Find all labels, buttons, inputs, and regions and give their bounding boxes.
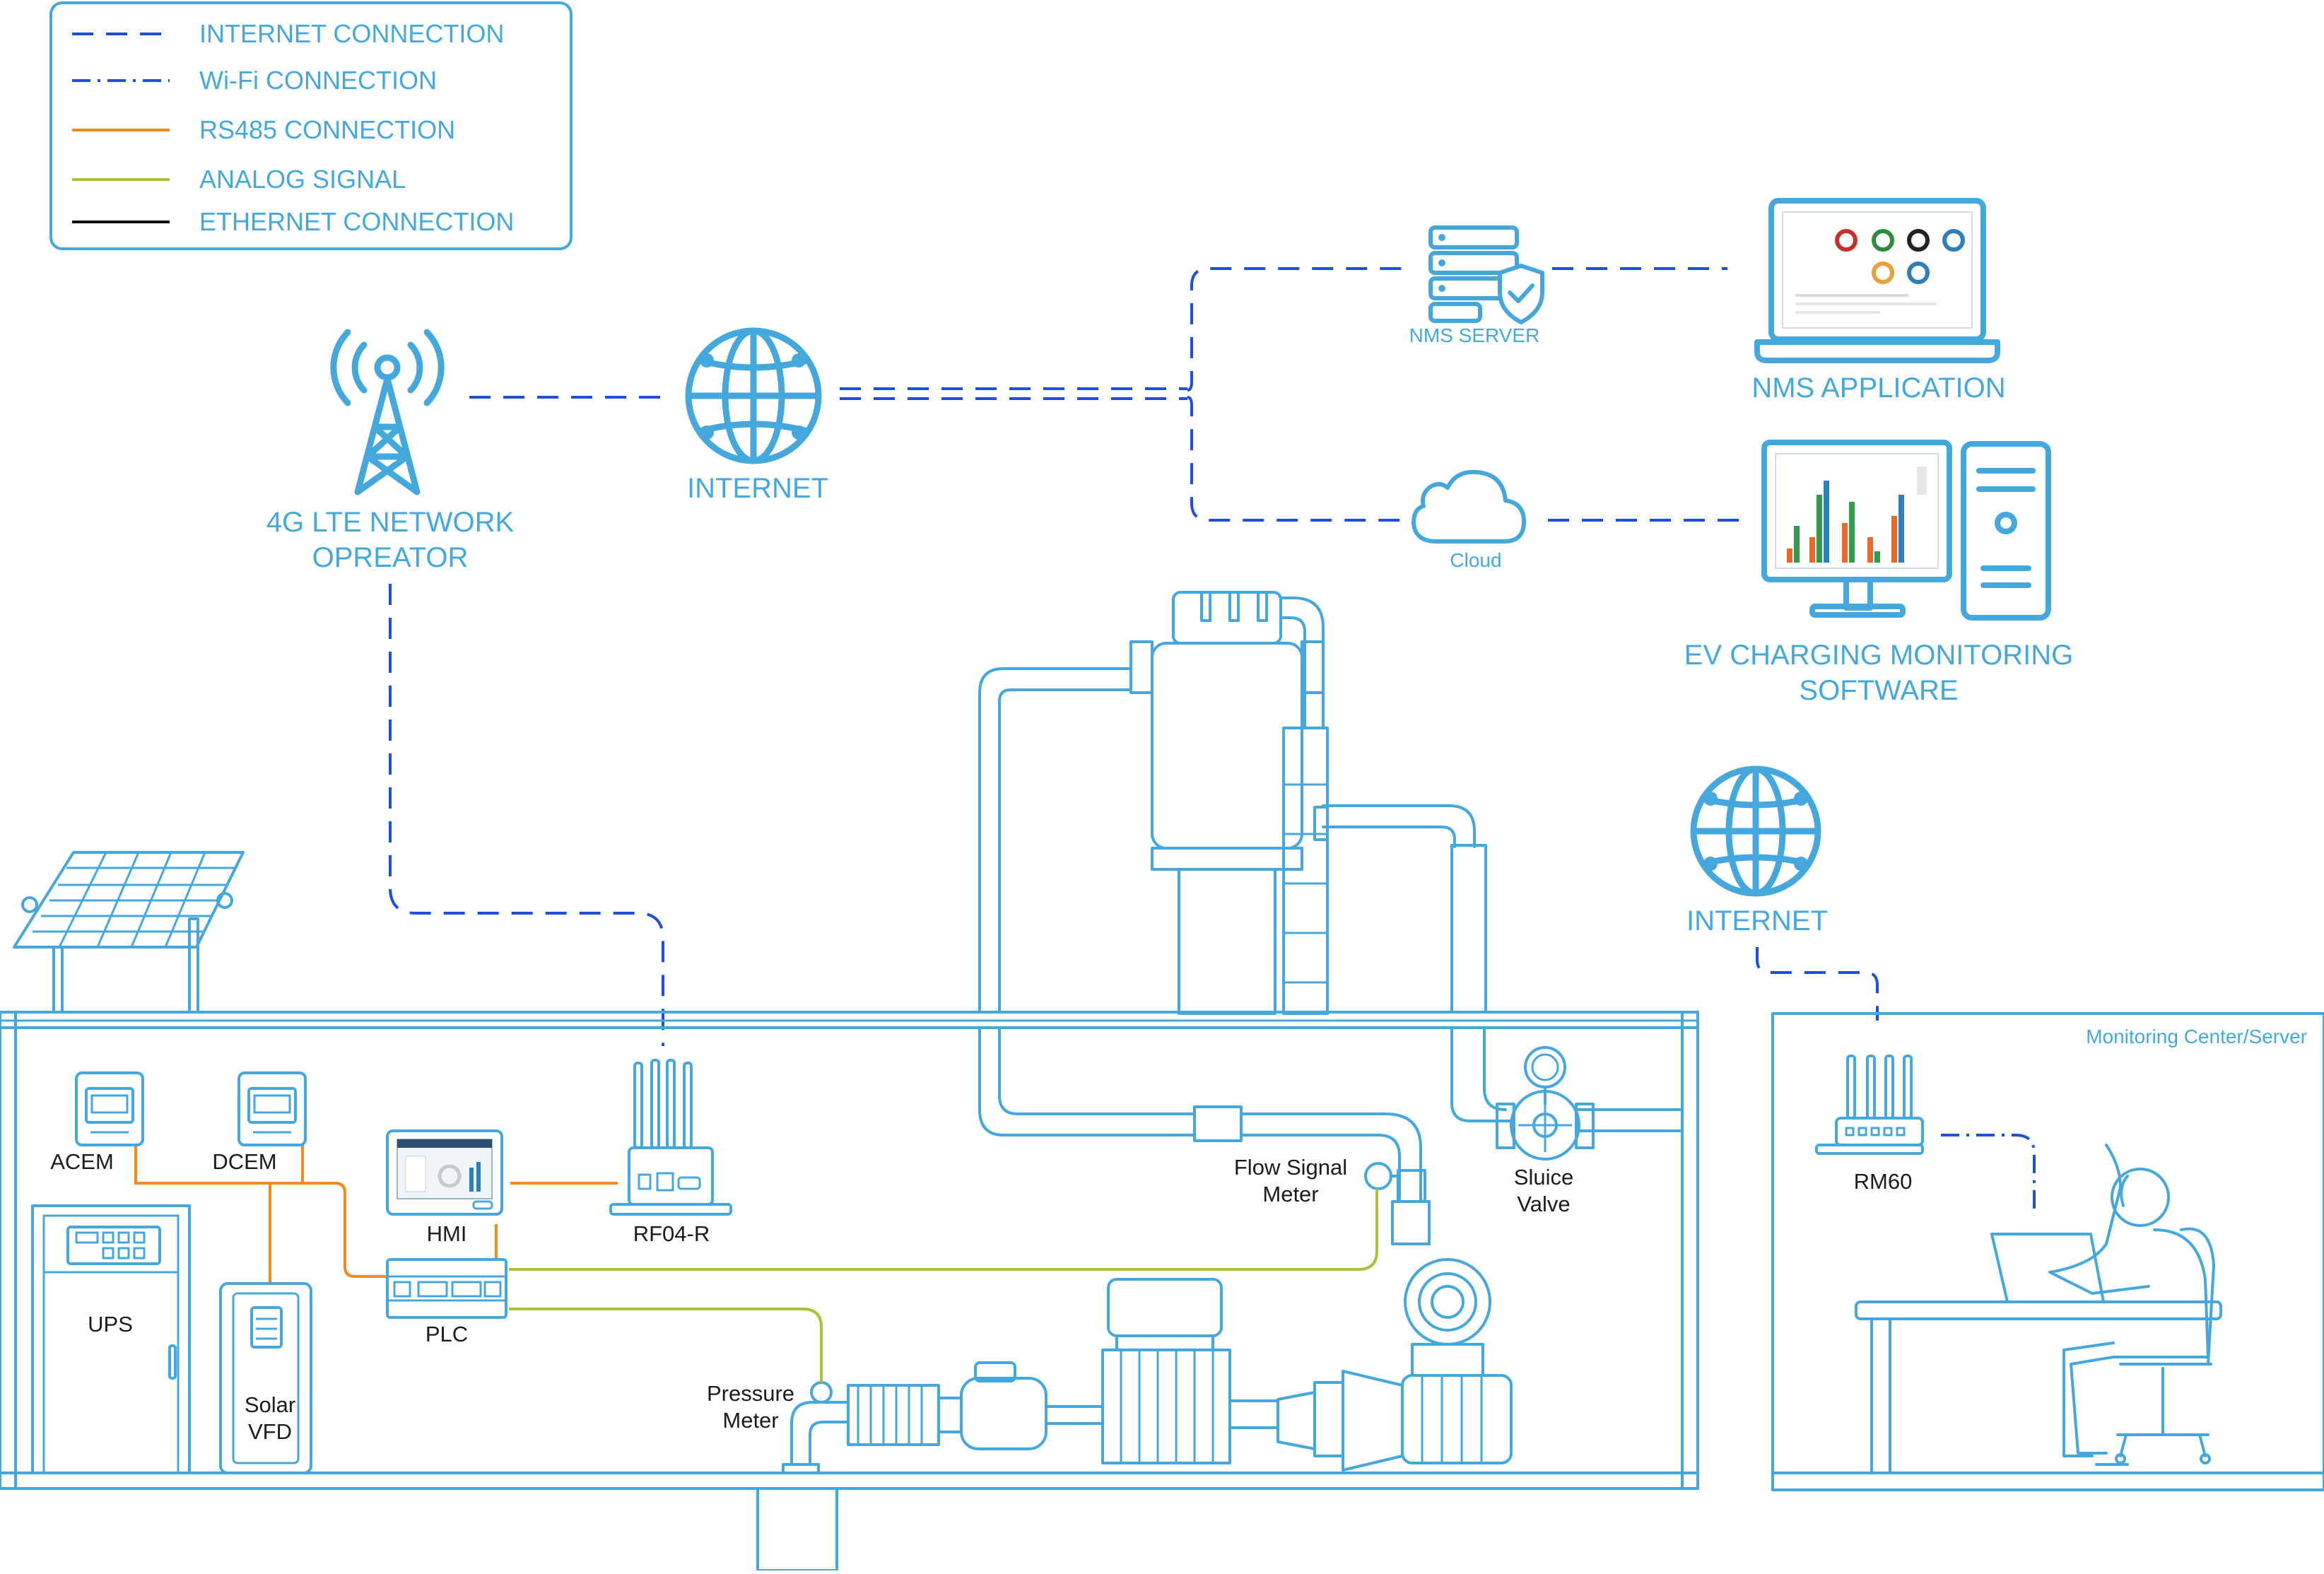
pump-icon [1277, 1258, 1513, 1472]
flow-label-line2: Meter [1262, 1182, 1318, 1206]
operator-at-desk-icon [1855, 1144, 2222, 1474]
rf04r-label: RF04-R [633, 1221, 710, 1246]
sluice-valve-icon [1496, 1046, 1595, 1161]
motor-assembly-icon [782, 1278, 1279, 1474]
legend-label-analog: ANALOG SIGNAL [199, 165, 406, 194]
pressure-meter-icon [810, 1381, 833, 1404]
legend-label-rs485: RS485 CONNECTION [199, 115, 455, 144]
solar-vfd-icon [219, 1282, 312, 1474]
internet-connections [389, 267, 1879, 1046]
acem-label: ACEM [50, 1149, 114, 1174]
internet-label: INTERNET [687, 473, 828, 504]
flow-meter-icon [1364, 1162, 1401, 1190]
sluice-label-line1: Sluice [1514, 1165, 1573, 1190]
hmi-label: HMI [427, 1221, 467, 1246]
tower-label-line2: OPREATOR [312, 542, 469, 573]
monitoring-center-title: Monitoring Center/Server [2086, 1026, 2307, 1047]
ups-label: UPS [88, 1312, 133, 1337]
pipe-system [978, 591, 1684, 1245]
rf04r-router-icon [609, 1059, 732, 1216]
internet-globe-icon [685, 327, 822, 464]
link-rm60-laptop-wifi [1941, 1134, 2036, 1216]
link-tower-rf04r [389, 584, 664, 1046]
link-hub-nms-server [1187, 267, 1408, 392]
plc-label: PLC [426, 1322, 468, 1346]
monitoring-enclosure [1771, 1012, 2324, 1491]
solar-vfd-label-line2: VFD [248, 1419, 292, 1444]
internet2-label: INTERNET [1686, 905, 1828, 936]
ups-cabinet-icon [31, 1204, 191, 1474]
hmi-panel-icon [386, 1129, 503, 1216]
legend-label-internet: INTERNET CONNECTION [199, 19, 504, 48]
dashboard-donuts [1795, 229, 1965, 314]
legend-label-wifi: Wi-Fi CONNECTION [199, 66, 437, 95]
cloud-label: Cloud [1450, 549, 1501, 571]
flow-label-line1: Flow Signal [1234, 1155, 1347, 1180]
solar-vfd-label-line1: Solar [245, 1392, 295, 1417]
analog-connections [509, 1189, 1378, 1382]
plc-icon [386, 1258, 507, 1319]
desktop-monitor-icon [1761, 440, 2051, 621]
dcem-meter-icon [237, 1071, 307, 1146]
legend-box [49, 1, 573, 250]
cell-tower-icon [330, 329, 445, 495]
legend-label-ethernet: ETHERNET CONNECTION [199, 207, 514, 236]
dcem-label: DCEM [212, 1149, 276, 1174]
nms-server-icon [1428, 225, 1544, 324]
solar-panel-icon [13, 851, 245, 1014]
nms-app-label: NMS APPLICATION [1751, 372, 2005, 404]
nms-server-label: NMS SERVER [1409, 324, 1540, 346]
rm60-label: RM60 [1854, 1169, 1913, 1194]
rs485-connections [134, 1145, 618, 1282]
link-hub-cloud [1187, 396, 1402, 522]
pressure-label-line1: Pressure [707, 1381, 794, 1406]
cloud-icon [1412, 469, 1526, 544]
sluice-label-line2: Valve [1517, 1192, 1570, 1216]
rm60-router-icon [1815, 1055, 1924, 1155]
ev-label-line2: SOFTWARE [1799, 675, 1958, 706]
acem-meter-icon [75, 1071, 144, 1146]
ev-label-line1: EV CHARGING MONITORING [1684, 640, 2073, 671]
bar-chart-thumbnail [1787, 466, 1927, 563]
tower-label-line1: 4G LTE NETWORK [266, 507, 515, 538]
link-internet-rm60 [1756, 947, 1879, 1021]
internet-globe-right-icon [1690, 765, 1821, 897]
pressure-label-line2: Meter [722, 1408, 778, 1433]
laptop-icon [1754, 198, 2000, 363]
legend: INTERNET CONNECTION Wi-Fi CONNECTION RS4… [49, 1, 573, 250]
